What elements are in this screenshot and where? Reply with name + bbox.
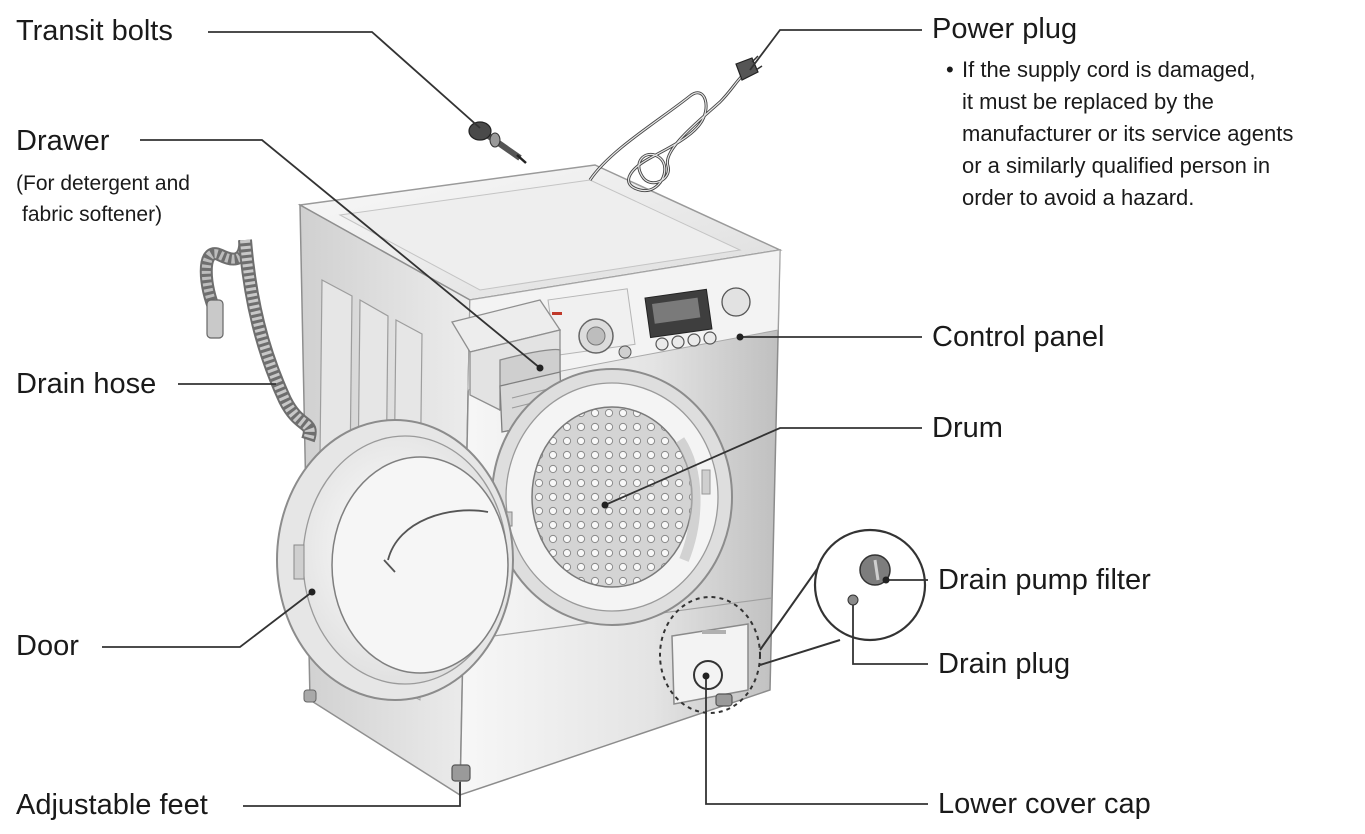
- note-line-3: manufacturer or its service agents: [962, 121, 1294, 146]
- note-line-4: or a similarly qualified person in: [962, 153, 1271, 178]
- label-drawer: Drawer: [16, 125, 110, 157]
- dot-drain-pump-filter: [882, 576, 890, 584]
- label-control-panel: Control panel: [932, 321, 1105, 353]
- leader-door: [102, 591, 313, 648]
- transit-bolt-graphic: [468, 121, 527, 164]
- drawer-graphic: [450, 299, 563, 433]
- note-line-2: it must be replaced by the: [962, 89, 1214, 114]
- control-panel-graphic: [547, 287, 751, 359]
- leader-dots: [308, 333, 890, 680]
- leader-power-plug: [749, 29, 922, 71]
- label-transit-bolts: Transit bolts: [16, 15, 173, 47]
- dot-door: [308, 588, 316, 596]
- lower-cover-graphic: [659, 596, 761, 714]
- dot-drum: [601, 501, 609, 509]
- dot-control-panel: [736, 333, 744, 341]
- leader-drawer: [140, 139, 541, 369]
- magnifier-callout: [759, 528, 927, 666]
- dot-drawer: [536, 364, 544, 372]
- note-bullet: •: [946, 57, 954, 82]
- leader-lower-cover-cap: [705, 676, 928, 805]
- feet-graphic: [303, 689, 733, 782]
- label-door: Door: [16, 630, 79, 662]
- leader-drain-plug: [852, 605, 928, 665]
- leader-transit-bolts: [208, 31, 481, 129]
- note-line-5: order to avoid a hazard.: [962, 185, 1195, 210]
- power-plug-graphic: [588, 55, 763, 193]
- drum-graphic: [491, 368, 733, 626]
- drain-hose-graphic: [199, 239, 317, 443]
- label-power-plug: Power plug: [932, 13, 1078, 45]
- label-drawer-sub-1: (For detergent and: [16, 172, 190, 195]
- label-lower-cover-cap: Lower cover cap: [938, 788, 1151, 820]
- leader-lines: [102, 29, 928, 807]
- label-drawer-sub-2: fabric softener): [22, 203, 163, 226]
- machine-top: [297, 164, 783, 301]
- label-adjustable-feet: Adjustable feet: [16, 789, 208, 821]
- label-drain-pump-filter: Drain pump filter: [938, 564, 1151, 596]
- label-drain-hose: Drain hose: [16, 368, 157, 400]
- leader-adjustable-feet: [243, 782, 461, 807]
- leader-drum: [604, 427, 922, 506]
- label-drain-plug: Drain plug: [938, 648, 1071, 680]
- door-graphic: [276, 419, 514, 701]
- label-drum: Drum: [932, 412, 1003, 444]
- power-plug-note: • If the supply cord is damaged, it must…: [946, 54, 1294, 214]
- dot-lower-cover-cap: [702, 672, 710, 680]
- note-line-1: If the supply cord is damaged,: [962, 57, 1256, 82]
